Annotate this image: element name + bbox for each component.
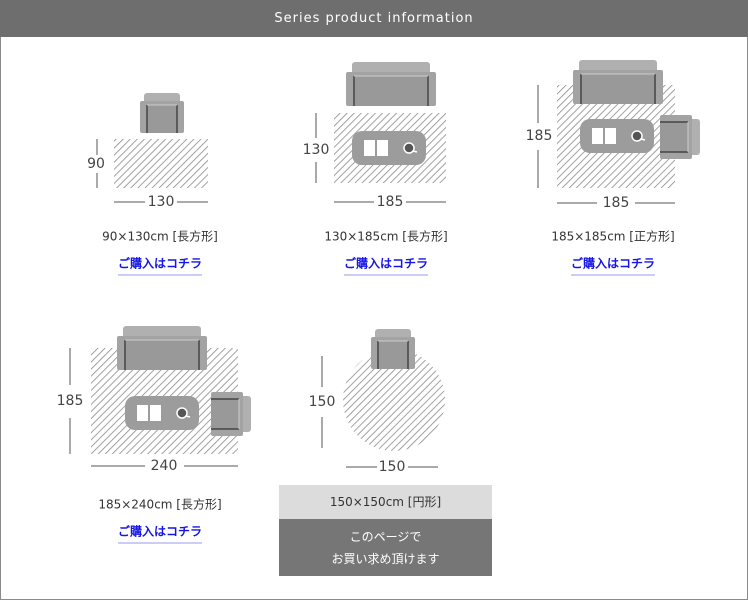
rug-diagram-185x185 — [537, 59, 701, 204]
size-label: 185×185cm [正方形] — [551, 229, 675, 244]
dimension-width: 240 — [150, 458, 178, 474]
dimension-width: 185 — [602, 195, 630, 211]
rug-shape — [343, 349, 445, 451]
dimension-width: 130 — [147, 194, 175, 210]
rug-diagram-185x240 — [69, 325, 252, 467]
dimension-height: 185 — [525, 128, 553, 144]
size-label: 130×185cm [長方形] — [324, 229, 448, 244]
coffee-table-icon — [351, 130, 427, 166]
coffee-table-icon — [579, 118, 655, 154]
rug-shape — [114, 139, 208, 188]
armchair-icon — [370, 328, 416, 370]
sofa-icon — [572, 59, 664, 105]
current-page-note: このページで お買い求め頂けます — [279, 519, 492, 576]
buy-link-185x240[interactable]: ご購入はコチラ — [117, 523, 203, 544]
current-size-label: 150×150cm [円形] — [279, 485, 492, 519]
buy-link-130x185[interactable]: ご購入はコチラ — [343, 255, 429, 276]
rug-diagram-150-round — [321, 328, 445, 468]
size-label: 90×130cm [長方形] — [102, 229, 218, 244]
rug-diagram-90x130 — [96, 92, 208, 203]
buy-link-185x185[interactable]: ご購入はコチラ — [570, 255, 656, 276]
armchair-icon — [659, 114, 701, 160]
armchair-icon — [139, 92, 185, 134]
dimension-width: 185 — [376, 194, 404, 210]
dimension-height: 130 — [302, 142, 330, 158]
note-line-1: このページで — [349, 529, 422, 544]
coffee-table-icon — [124, 395, 200, 431]
page-header: Series product information — [0, 0, 748, 37]
note-line-2: お買い求め頂けます — [331, 551, 440, 566]
dimension-height: 90 — [87, 156, 105, 172]
size-label: 185×240cm [長方形] — [98, 497, 222, 512]
sofa-icon — [345, 61, 437, 107]
rug-diagram-130x185 — [315, 61, 446, 203]
armchair-icon — [210, 391, 252, 437]
dimension-height: 150 — [308, 394, 336, 410]
sofa-icon — [116, 325, 208, 371]
dimension-width: 150 — [378, 459, 406, 475]
buy-link-90x130[interactable]: ご購入はコチラ — [117, 255, 203, 276]
dimension-height: 185 — [56, 393, 84, 409]
